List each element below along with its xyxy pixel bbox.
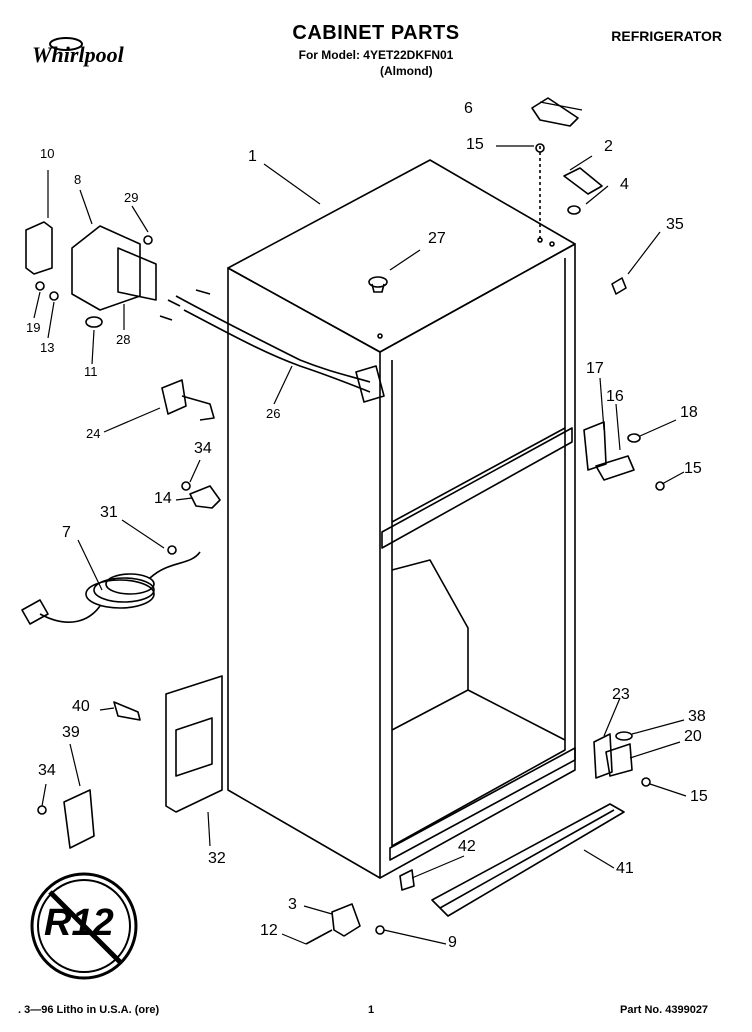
callout-24: 24 (86, 426, 101, 441)
freezer-liner (391, 559, 469, 731)
callout-41: 41 (616, 860, 634, 877)
callout-19: 19 (26, 320, 41, 335)
box-cover (117, 247, 157, 301)
cabinet-top (227, 159, 576, 353)
access-panel (165, 675, 223, 813)
power-cord-plug (21, 599, 49, 625)
litho-note: . 3—96 Litho in U.S.A. (ore) (18, 1004, 160, 1016)
callout-7: 7 (62, 524, 71, 541)
callout-10: 10 (40, 146, 55, 161)
cabinet-front-frame (379, 243, 576, 879)
hole-plug (611, 277, 627, 295)
callout-1: 1 (248, 148, 257, 165)
wiring-harness (175, 295, 371, 383)
r12-refrigerant-badge (30, 872, 138, 980)
callout-17: 17 (586, 360, 604, 377)
callout-34-upper: 34 (194, 440, 212, 457)
center-hinge-bracket (583, 421, 607, 471)
callout-23: 23 (612, 686, 630, 703)
callout-14: 14 (154, 490, 172, 507)
appliance-category: REFRIGERATOR (611, 28, 722, 44)
whirlpool-logo-ring (49, 37, 83, 51)
hinge-bushing (567, 205, 581, 215)
page-number: 1 (368, 1004, 375, 1016)
model-color: (Almond) (380, 64, 433, 78)
callout-26: 26 (266, 406, 281, 421)
callout-3: 3 (288, 896, 297, 913)
lower-rail (389, 747, 576, 861)
leveling-bracket (331, 903, 361, 937)
part-number: Part No. 4399027 (620, 1004, 709, 1016)
callout-8: 8 (74, 172, 82, 187)
r12-badge-text: R12 (44, 902, 114, 944)
callout-38: 38 (688, 708, 706, 725)
wire-clip (113, 701, 141, 721)
divider-mullion (381, 427, 573, 549)
callout-15-top: 15 (466, 136, 484, 153)
clip (189, 485, 221, 509)
callout-13: 13 (40, 340, 55, 355)
callout-20: 20 (684, 728, 702, 745)
bottom-hinge (605, 743, 633, 777)
callout-11: 11 (84, 364, 98, 379)
callout-29: 29 (124, 190, 139, 205)
control-box (71, 225, 141, 311)
relay (25, 221, 53, 275)
cabinet-inner-frame (391, 258, 566, 847)
grommet (85, 316, 103, 328)
callout-34-lower: 34 (38, 762, 56, 779)
bottom-hinge-bracket (593, 733, 613, 779)
cabinet-left-side (227, 267, 381, 879)
callout-28: 28 (116, 332, 131, 347)
brand-logo: Whirlpool (32, 42, 124, 67)
grille-clip (399, 869, 415, 891)
page-title: CABINET PARTS (292, 22, 460, 44)
callout-9: 9 (448, 934, 457, 951)
power-cord (39, 605, 101, 623)
callout-6: 6 (464, 100, 473, 117)
callout-15-middle: 15 (684, 460, 702, 477)
callout-16: 16 (606, 388, 624, 405)
callout-12: 12 (260, 922, 278, 939)
center-hinge (595, 455, 635, 481)
callout-15-bottom: 15 (690, 788, 708, 805)
callout-31: 31 (100, 504, 118, 521)
callout-35: 35 (666, 216, 684, 233)
callout-42: 42 (458, 838, 476, 855)
thermostat (161, 379, 187, 415)
callout-2: 2 (604, 138, 613, 155)
toe-grille (431, 803, 625, 917)
top-hinge (563, 167, 603, 195)
top-plug (368, 276, 388, 288)
callout-4: 4 (620, 176, 629, 193)
callout-32: 32 (208, 850, 226, 867)
panel-cover (63, 789, 95, 849)
top-hinge-cover (531, 97, 579, 127)
model-number: For Model: 4YET22DKFN01 (298, 48, 454, 62)
callout-27: 27 (428, 230, 446, 247)
callout-39: 39 (62, 724, 80, 741)
callout-40: 40 (72, 698, 90, 715)
callout-18: 18 (680, 404, 698, 421)
